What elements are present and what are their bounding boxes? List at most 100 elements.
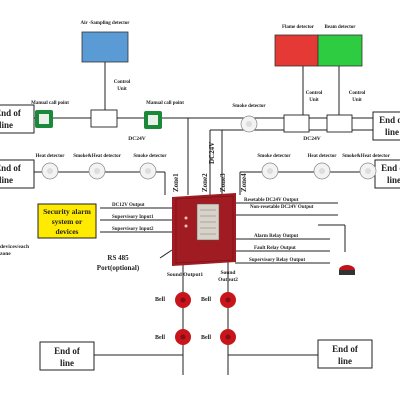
sound-output2-line1: Sound (221, 270, 236, 276)
sound-output2-line2: Output2 (218, 277, 238, 283)
bell-1: Bell (155, 292, 191, 308)
heat-detector-right: Heat detector (307, 154, 337, 180)
bell-3: Bell (155, 329, 191, 345)
end-of-line-left-top-line1: End of (0, 108, 22, 118)
control-unit-mid-line2: Unit (309, 98, 319, 103)
zone3-label: Zone3 (219, 173, 227, 192)
beam-detector-box (317, 34, 363, 67)
end-of-line-right-top-box (372, 111, 400, 141)
supervisory-input1-label: Supervisory Input1 (112, 215, 154, 220)
end-of-line-left-mid-box (0, 159, 35, 189)
heat-detector-left-label: Heat detector (35, 154, 65, 159)
security-alarm-line3: devices (56, 227, 79, 236)
dc12v-output-label: DC12V Output (112, 203, 145, 208)
control-unit-mid: Control Unit (283, 91, 323, 133)
fault-relay-output-label: Fault Relay Output (254, 246, 296, 251)
bell-2: Bell (201, 292, 236, 308)
end-of-line-bottom-left-line2: line (60, 358, 74, 368)
zone2-label: Zone2 (201, 173, 209, 192)
smoke-detector-top-label: Smoke detector (232, 104, 266, 109)
bell-3-label: Bell (155, 335, 165, 341)
air-sampling-box (81, 31, 129, 63)
end-of-line-bottom-right: End of line (317, 339, 373, 369)
flame-detector-label: Flame detector (282, 25, 315, 30)
zone1-label: Zone1 (172, 173, 180, 192)
smoke-detector-top: Smoke detector (232, 104, 266, 133)
end-of-line-bottom-right-box (317, 339, 373, 369)
rs485-label-line2: Port(optional) (97, 264, 140, 272)
end-of-line-right-top: End of line (372, 111, 400, 141)
rs485-label-line1: RS 485 (107, 254, 129, 262)
zone-dc24v-label: DC24V (208, 142, 216, 164)
end-of-line-right-mid: End of line (374, 159, 400, 189)
end-of-line-left-top-box (0, 104, 35, 134)
flame-detector-box (274, 34, 319, 67)
control-unit-mid-box (283, 114, 310, 133)
smoke-heat-detector-right: Smoke&Heat detector (342, 154, 391, 180)
heat-detector-left: Heat detector (35, 154, 65, 180)
smoke-detector-left-label: Smoke detector (133, 154, 167, 159)
end-of-line-left-top-line2: line (0, 120, 13, 130)
end-of-line-bottom-left-line1: End of (54, 346, 81, 356)
manual-call-point-1-label: Manual call point (31, 101, 69, 106)
bell-4-label: Bell (201, 335, 211, 341)
end-of-line-left-top: End of line (0, 104, 35, 134)
left-fragment-line1: devices/each (0, 244, 29, 250)
smoke-heat-detector-left-label: Smoke&Heat detector (73, 154, 121, 159)
heat-detector-right-label: Heat detector (307, 154, 337, 159)
bell-4: Bell (201, 329, 236, 345)
control-unit-right-line1: Control (349, 91, 366, 96)
zone4-label: Zone4 (240, 173, 248, 192)
dc24v-label-right: DC24V (303, 136, 320, 142)
control-unit-left-line1: Control (114, 80, 131, 85)
dc24v-label-left: DC24V (128, 136, 145, 142)
control-unit-left-box (90, 109, 118, 128)
supervisory-input2-label: Supervisory Input2 (112, 227, 154, 232)
end-of-line-right-top-line1: End of (379, 115, 400, 125)
manual-call-point-2-label: Manual call point (146, 101, 184, 106)
end-of-line-right-mid-box (374, 159, 400, 189)
sound-output1-label: Sound Output1 (167, 272, 203, 278)
end-of-line-bottom-left-box (39, 341, 95, 371)
non-resetable-output-label: Non-resetable DC24V Output (250, 205, 314, 210)
air-sampling-label: Air -Sampling detector (80, 21, 130, 26)
control-unit-right: Control Unit (326, 91, 366, 133)
end-of-line-bottom-right-line1: End of (332, 344, 359, 354)
bell-1-label: Bell (155, 297, 165, 303)
end-of-line-bottom-left: End of line (39, 341, 95, 371)
security-alarm-line2: system or (52, 217, 83, 226)
smoke-detector-right-label: Smoke detector (257, 154, 291, 159)
beam-detector-label: Beam detector (325, 25, 357, 30)
security-alarm-system: Security alarm system or devices (37, 203, 97, 239)
air-sampling-detector: Air -Sampling detector (80, 21, 130, 63)
security-alarm-line1: Security alarm (43, 207, 91, 216)
end-of-line-left-mid-line2: line (0, 175, 13, 185)
flame-detector: Flame detector (274, 25, 319, 67)
end-of-line-right-top-line2: line (385, 127, 399, 137)
supervisory-relay-output-label: Supervisory Relay Output (249, 258, 305, 263)
fire-alarm-control-panel (172, 193, 236, 266)
control-unit-mid-line1: Control (306, 91, 323, 96)
security-alarm-box (37, 203, 97, 239)
end-of-line-left-mid-line1: End of (0, 163, 22, 173)
smoke-detector-right: Smoke detector (257, 154, 291, 180)
alarm-relay-output-label: Alarm Relay Output (254, 234, 299, 239)
control-unit-right-box (326, 114, 353, 133)
manual-call-point-2: Manual call point (144, 101, 184, 129)
left-fragment-line2: zone (0, 251, 11, 257)
end-of-line-left-mid: End of line (0, 159, 35, 189)
control-unit-left-line2: Unit (117, 87, 127, 92)
end-of-line-right-mid-line2: line (387, 175, 400, 185)
smoke-heat-detector-right-label: Smoke&Heat detector (342, 154, 390, 159)
control-unit-right-line2: Unit (352, 98, 362, 103)
smoke-detector-left: Smoke detector (133, 154, 167, 180)
control-unit-left: Control Unit (90, 80, 131, 128)
resetable-output-label: Resetable DC24V Output (244, 198, 299, 203)
manual-call-point-1: Manual call point (31, 101, 69, 128)
end-of-line-right-mid-line1: End of (381, 163, 400, 173)
bell-2-label: Bell (201, 297, 211, 303)
strobe-beacon (339, 265, 355, 275)
end-of-line-bottom-right-line2: line (338, 356, 352, 366)
smoke-heat-detector-left: Smoke&Heat detector (73, 154, 122, 180)
